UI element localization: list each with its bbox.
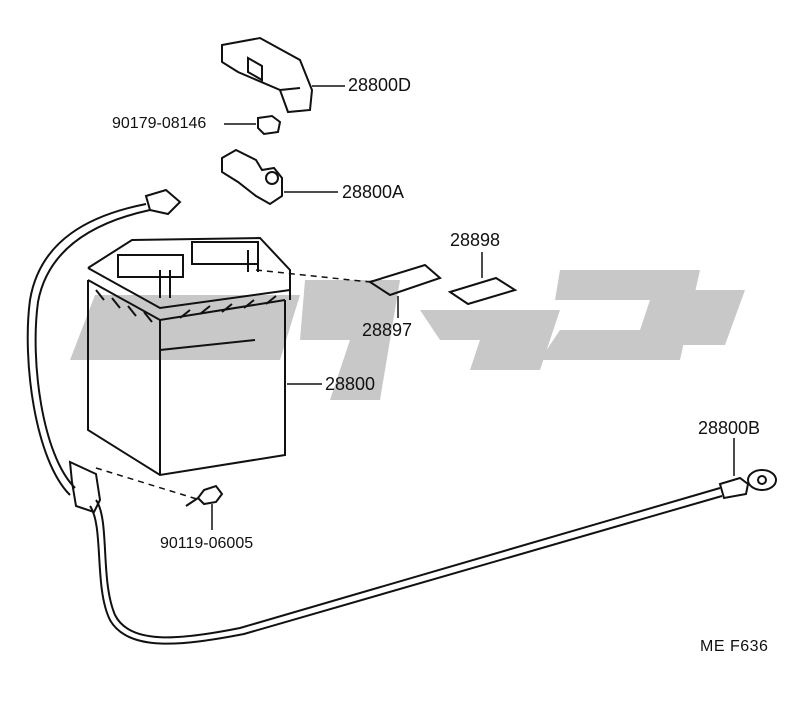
dashed-hold-down-guide <box>95 269 371 501</box>
label-28898 <box>447 276 518 306</box>
watermark-logo <box>70 270 745 400</box>
bolt <box>185 484 224 507</box>
ground-cable <box>68 460 777 645</box>
part-number-battery: 28800 <box>325 374 376 394</box>
part-number-bolt: 90119-06005 <box>160 535 254 552</box>
part-number-nut: 90179-08146 <box>112 115 207 132</box>
part-number-clamp: 28800A <box>342 182 405 202</box>
part-number-cover: 28800D <box>348 75 412 95</box>
label-28897 <box>367 263 442 297</box>
diagram-code: ME F636 <box>700 638 769 655</box>
part-number-label-upper: 28898 <box>450 230 501 250</box>
part-number-label-lower: 28897 <box>362 320 413 340</box>
nut <box>257 114 282 136</box>
positive-cable <box>26 188 182 496</box>
battery <box>87 236 291 477</box>
battery-cover <box>221 36 314 114</box>
terminal-clamp <box>221 148 283 206</box>
part-number-ground-cable: 28800B <box>698 418 761 438</box>
